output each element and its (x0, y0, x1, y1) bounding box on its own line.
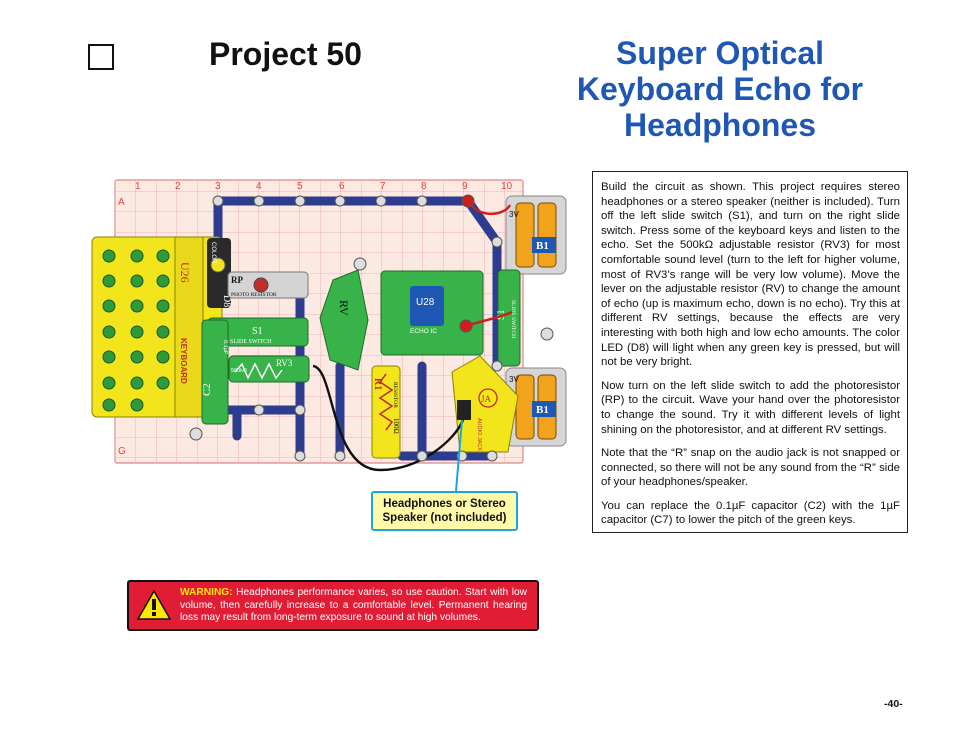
instructions-paragraph: You can replace the 0.1µF capacitor (C2)… (601, 499, 900, 527)
instructions-paragraph: Build the circuit as shown. This project… (601, 181, 900, 369)
warning-label: WARNING: (180, 587, 233, 598)
capacitor-id: C2 (201, 383, 213, 396)
audio-jack-id: JA (481, 394, 492, 404)
warning-text: WARNING: Headphones performance varies, … (180, 587, 527, 625)
led-id: D8 (221, 295, 232, 307)
rv3-id: RV3 (276, 358, 293, 368)
row-label-bottom: G (118, 446, 126, 457)
col-label: 5 (297, 181, 303, 192)
battery-top-voltage: 3V (509, 210, 519, 219)
battery-top: B1 3V (505, 195, 567, 275)
instructions-paragraph: Note that the “R” snap on the audio jack… (601, 447, 900, 489)
project-title: Super Optical Keyboard Echo for Headphon… (540, 35, 900, 143)
instructions-box: Build the circuit as shown. This project… (592, 171, 908, 533)
warning-banner: WARNING: Headphones performance varies, … (127, 580, 539, 631)
col-label: 9 (462, 181, 468, 192)
row-label-top: A (118, 197, 125, 208)
rv3-value: 500kΩ (231, 368, 247, 374)
resistor-label: RESISTOR (392, 382, 398, 408)
capacitor-c2: C2 0.1µF (201, 319, 229, 425)
switch-right-label: SLIDE SWITCH (510, 300, 516, 338)
keyboard-label: KEYBOARD (179, 338, 188, 384)
audio-jack-ja: JA AUDIO JACK (451, 355, 519, 453)
adj-resistor-rv: RV (319, 269, 369, 371)
switch-left-label: SLIDE SWITCH (230, 339, 272, 345)
project-checkbox[interactable] (88, 44, 114, 70)
col-label: 2 (175, 181, 181, 192)
col-label: 7 (380, 181, 386, 192)
title-line-2: Keyboard Echo for (576, 70, 864, 107)
col-label: 8 (421, 181, 427, 192)
headphones-callout: Headphones or Stereo Speaker (not includ… (371, 491, 518, 531)
audio-jack-label: AUDIO JACK (476, 418, 482, 451)
photoresistor-id: RP (231, 275, 243, 285)
callout-line-1: Headphones or Stereo (383, 498, 506, 510)
title-line-1: Super Optical (615, 35, 825, 71)
project-number: Project 50 (209, 36, 362, 72)
battery-bottom-voltage: 3V (509, 375, 519, 384)
warning-body: Headphones performance varies, so use ca… (180, 587, 527, 624)
capacitor-value: 0.1µF (222, 340, 228, 355)
switch-right-id: S1 (496, 309, 507, 320)
rv-id: RV (337, 300, 351, 316)
resistor-value: 100Ω (392, 418, 400, 434)
led-label: COLOR (210, 242, 216, 264)
keyboard-id: U26 (178, 262, 192, 283)
col-label: 3 (215, 181, 221, 192)
col-label: 6 (339, 181, 345, 192)
callout-line-2: Speaker (not included) (382, 512, 507, 524)
echo-ic-u28: U28 ECHO IC (380, 270, 484, 356)
echo-ic-label: ECHO IC (410, 328, 437, 335)
resistor-id: R1 (372, 378, 383, 390)
warning-icon (137, 589, 171, 620)
resistor-r1: R1 100Ω RESISTOR (371, 365, 401, 459)
page-number: -40- (884, 698, 903, 710)
col-label: 4 (256, 181, 262, 192)
echo-ic-id: U28 (416, 297, 435, 308)
switch-left-id: S1 (252, 326, 263, 337)
keyboard-u26: U26 KEYBOARD (91, 236, 223, 418)
photoresistor-rp: RP PHOTO RESISTOR (227, 271, 309, 299)
photoresistor-label: PHOTO RESISTOR (231, 292, 277, 298)
led-d8: D8 COLOR (207, 238, 232, 308)
battery-bottom-label: B1 (536, 404, 549, 416)
col-label: 10 (501, 181, 513, 192)
col-label: 1 (135, 181, 141, 192)
instructions-paragraph: Now turn on the left slide switch to add… (601, 379, 900, 436)
adj-resistor-rv3: RV3 500kΩ (228, 355, 310, 383)
battery-top-label: B1 (536, 240, 549, 252)
title-line-3: Headphones (623, 106, 817, 143)
